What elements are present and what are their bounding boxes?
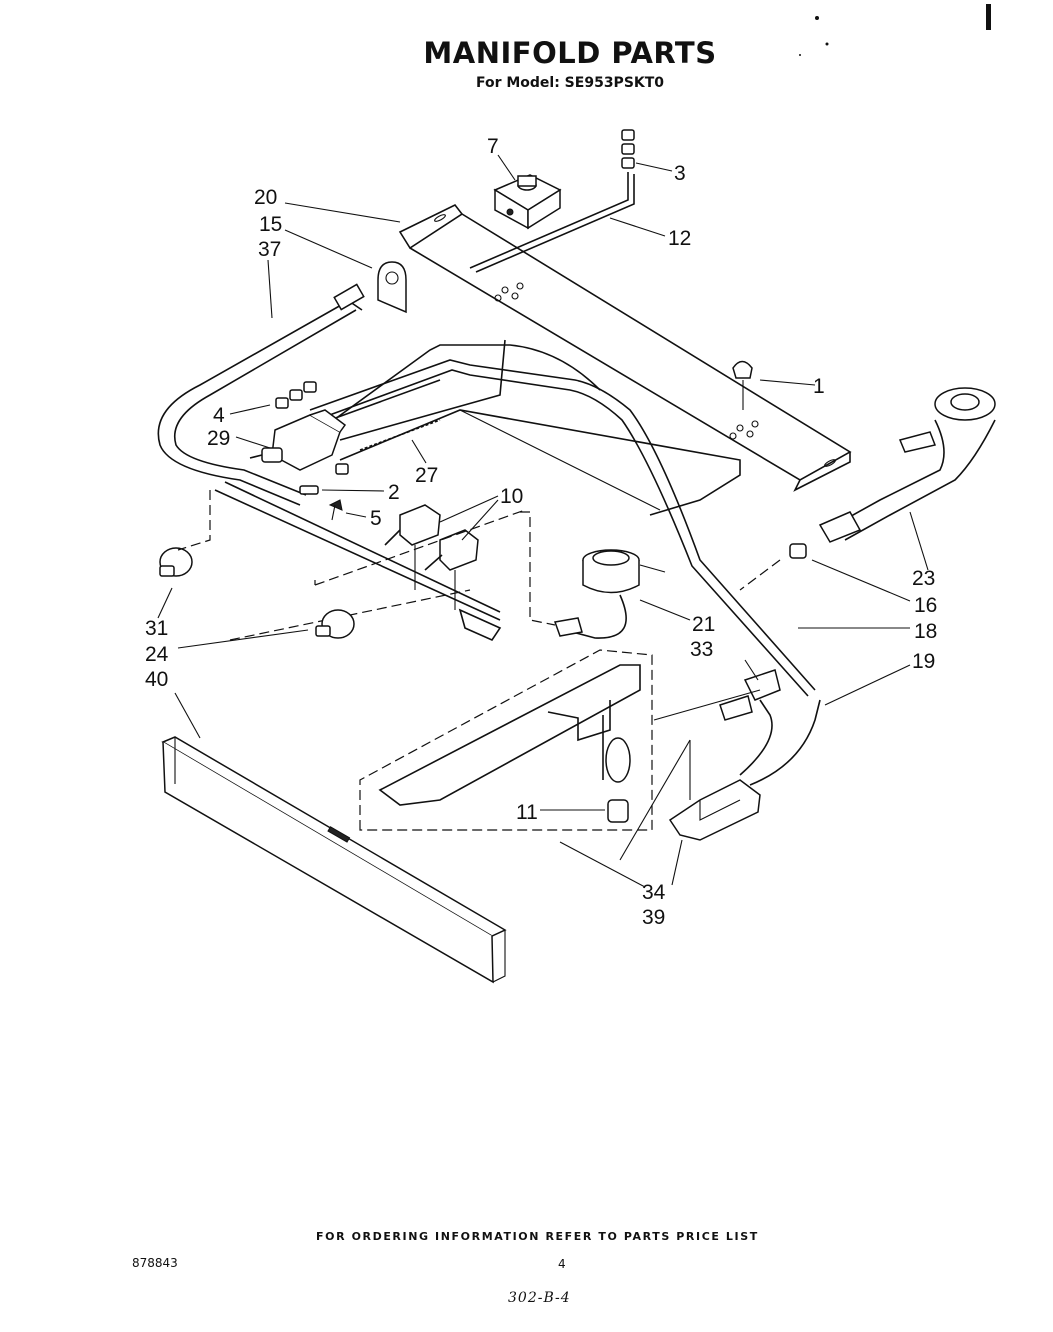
- callout-leaders: [157, 154, 929, 888]
- callout-33: 33: [690, 638, 713, 661]
- page-title: MANIFOLD PARTS: [423, 36, 717, 70]
- scan-marks: [799, 4, 991, 56]
- callout-7: 7: [487, 135, 499, 158]
- handwritten-reference: 302-B-4: [508, 1290, 571, 1306]
- callout-39: 39: [642, 906, 665, 929]
- callout-2: 2: [388, 481, 400, 504]
- oven-safety-valve: [619, 669, 821, 861]
- manifold-pipe: [157, 283, 365, 506]
- tube-fittings: [469, 129, 635, 273]
- callout-29: 29: [207, 427, 230, 450]
- callout-18: 18: [914, 620, 937, 643]
- callout-20: 20: [254, 186, 277, 209]
- oven-thermostat: [249, 381, 349, 475]
- callout-16: 16: [914, 594, 937, 617]
- callout-37: 37: [258, 238, 281, 261]
- callout-15: 15: [259, 213, 282, 236]
- callout-4: 4: [213, 404, 225, 427]
- callout-23: 23: [912, 567, 935, 590]
- page-number: 4: [558, 1257, 566, 1271]
- document-number: 878843: [132, 1256, 178, 1270]
- callout-10: 10: [500, 485, 523, 508]
- callout-11: 11: [516, 801, 538, 824]
- callout-40: 40: [145, 668, 168, 691]
- burner-valves: [229, 504, 526, 641]
- oven-burner: [739, 387, 996, 591]
- top-burner: [520, 511, 666, 639]
- callout-5: 5: [370, 507, 382, 530]
- burner-tubes: [309, 339, 816, 697]
- callout-3: 3: [674, 162, 686, 185]
- pressure-regulator: [493, 174, 562, 230]
- callout-12: 12: [668, 227, 691, 250]
- mounting-bracket: [377, 261, 407, 314]
- small-fittings: [299, 485, 343, 521]
- callout-27: 27: [415, 464, 438, 487]
- callout-19: 19: [912, 650, 935, 673]
- burner-support-bracket: [398, 203, 852, 492]
- callout-21: 21: [692, 613, 715, 636]
- kick-panel: [161, 736, 507, 984]
- manifold-rail: [214, 481, 502, 642]
- callout-24: 24: [145, 643, 169, 666]
- burner-cap: [732, 360, 753, 410]
- control-knobs: [159, 490, 355, 639]
- callout-31: 31: [145, 617, 168, 640]
- broil-burner-assembly: [359, 649, 761, 831]
- callout-34: 34: [642, 881, 666, 904]
- model-subtitle: For Model: SE953PSKT0: [475, 75, 665, 91]
- ordering-info-note: FOR ORDERING INFORMATION REFER TO PARTS …: [316, 1230, 759, 1243]
- callout-1: 1: [813, 375, 825, 398]
- callout-numbers: 7 3 20 15 37 12 1 4 29 27 2 5 10 23 16 1…: [145, 135, 937, 929]
